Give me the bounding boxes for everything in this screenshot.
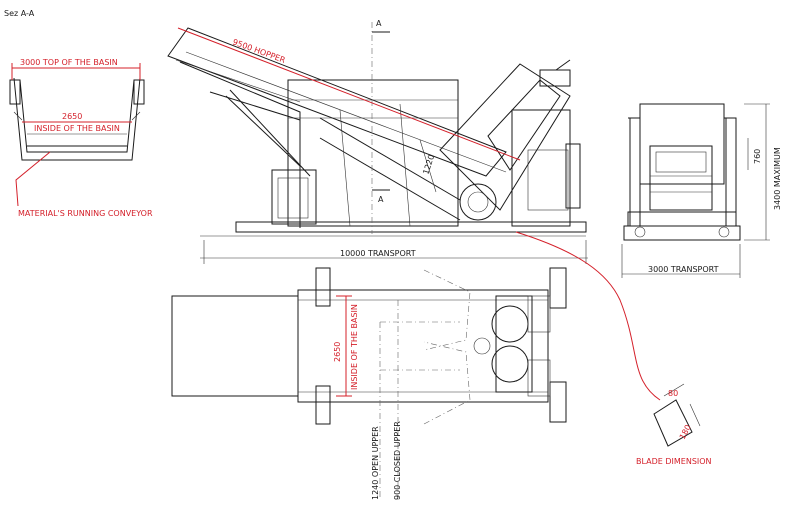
plan-view: 2650 INSIDE OF THE BASIN 1240 OPEN UPPER… — [171, 267, 567, 500]
plan-inside-value: 2650 — [333, 342, 342, 362]
section-mark-top: A — [376, 19, 382, 28]
closed-upper-label: 900 CLOSED UPPER — [393, 421, 402, 500]
top-width-label: 3000 TOP OF THE BASIN — [20, 58, 118, 67]
blade-detail: 80 180 BLADE DIMENSION — [515, 231, 712, 466]
section-mark-bottom: A — [378, 195, 384, 204]
section-label: Sez A-A — [4, 9, 35, 18]
blade-dim-80: 80 — [668, 389, 678, 398]
blade-dim-180: 180 — [678, 423, 693, 441]
dim-760: 760 — [753, 149, 762, 164]
transport-length-label: 10000 TRANSPORT — [340, 249, 416, 258]
open-upper-label: 1240 OPEN UPPER — [371, 426, 380, 500]
transport-width-label: 3000 TRANSPORT — [648, 265, 719, 274]
inside-width-value: 2650 — [62, 112, 82, 121]
hopper-length-label: 9500 HOPPER — [231, 37, 287, 65]
conveyor-label: MATERIAL'S RUNNING CONVEYOR — [18, 209, 153, 218]
blade-label: BLADE DIMENSION — [636, 457, 712, 466]
side-elevation-view: A A 9500 HOPPER 1220 10000 TRANSPORT — [167, 19, 588, 264]
plan-inside-label: INSIDE OF THE BASIN — [350, 304, 359, 390]
basin-section-view: 3000 TOP OF THE BASIN 2650 INSIDE OF THE… — [9, 58, 153, 218]
end-elevation-view: 3400 MAXIMUM 760 3000 TRANSPORT — [621, 103, 782, 278]
dim-1220: 1220 — [421, 153, 436, 175]
end-height-label: 3400 MAXIMUM — [773, 147, 782, 210]
inside-width-label: INSIDE OF THE BASIN — [34, 124, 120, 133]
